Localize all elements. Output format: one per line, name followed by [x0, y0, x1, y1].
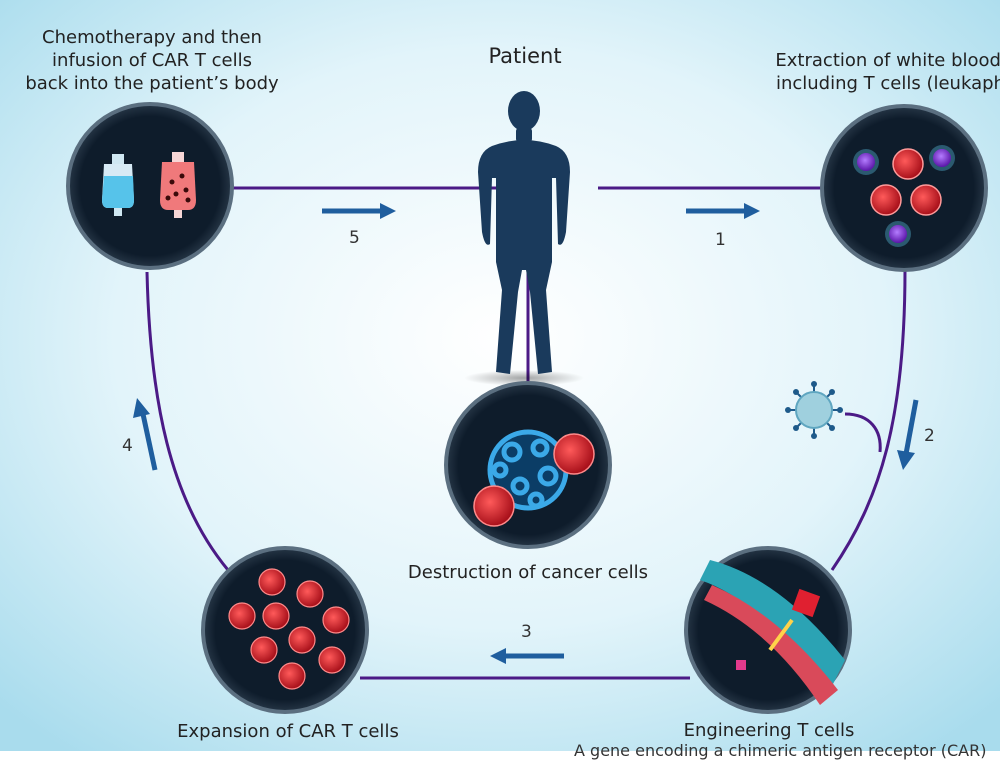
arrow-step2 — [897, 399, 919, 470]
step1-label-line-2: including T cells (leukaphe — [775, 73, 1000, 94]
step3-engineering-circle — [684, 546, 852, 714]
step2-number: 2 — [924, 426, 935, 446]
flow-arrows — [133, 203, 919, 664]
step5-label: Chemotherapy and then infusion of CAR T … — [10, 26, 294, 95]
step5-number: 5 — [349, 228, 360, 248]
car-receptor-icon — [791, 588, 821, 618]
virus-vector-icon — [785, 381, 843, 439]
step3-number: 3 — [521, 622, 532, 642]
t-cell-icons — [853, 145, 955, 247]
step5-label-line-2: infusion of CAR T cells — [52, 50, 252, 71]
step4-label: Expansion of CAR T cells — [177, 721, 399, 742]
car-t-cell-attack-icon-1 — [553, 433, 595, 475]
step1-label: Extraction of white blood c including T … — [746, 49, 1000, 95]
connector-virus-to-path — [844, 412, 882, 453]
connector-step4-to-step5 — [145, 271, 230, 571]
step4-number: 4 — [122, 436, 133, 456]
destruction-circle — [444, 381, 612, 549]
iv-bag-red-icon — [160, 152, 196, 218]
step4-expansion-circle — [201, 546, 369, 714]
car-t-cell-icons — [228, 568, 350, 690]
step1-white-blood-cells-circle — [820, 104, 988, 272]
step1-label-line-1: Extraction of white blood c — [775, 50, 1000, 71]
patient-title: Patient — [488, 44, 562, 68]
arrow-step5 — [322, 203, 396, 219]
arrow-step4 — [133, 398, 158, 471]
step3-label: Engineering T cells — [683, 720, 855, 741]
car-t-cell-attack-icon-2 — [473, 485, 515, 527]
arrow-step1 — [686, 203, 760, 219]
destruction-label: Destruction of cancer cells — [407, 562, 649, 583]
step5-iv-bags-circle — [66, 102, 234, 270]
cancer-cell-blue-icon — [487, 429, 569, 511]
step5-label-line-1: Chemotherapy and then — [42, 27, 262, 48]
patient-figure — [478, 91, 570, 374]
connector-step1-to-step3 — [830, 269, 907, 571]
step1-number: 1 — [715, 230, 726, 250]
step5-label-line-3: back into the patient’s body — [25, 73, 279, 94]
red-cell-icons — [870, 148, 942, 216]
iv-bag-blue-icon — [102, 154, 134, 216]
step3-sublabel: A gene encoding a chimeric antigen recep… — [574, 741, 987, 760]
arrow-step3 — [490, 648, 564, 664]
